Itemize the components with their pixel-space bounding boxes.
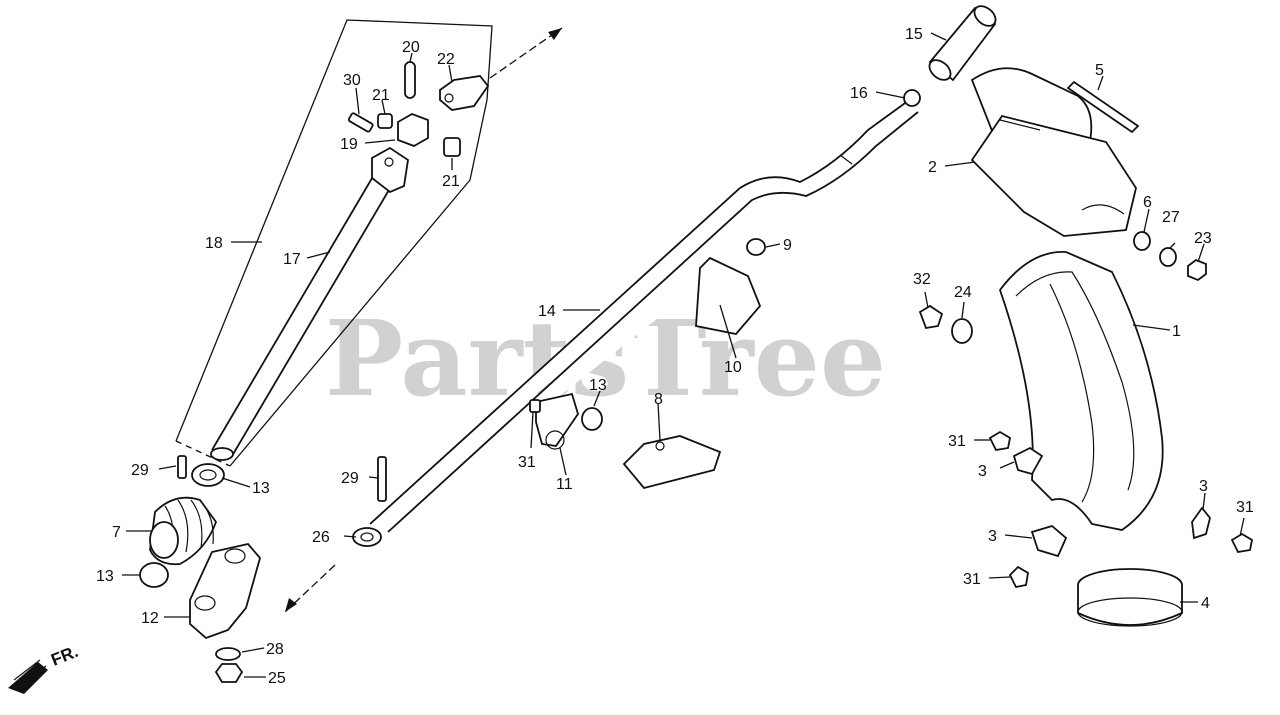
callout-23: 23 [1194, 230, 1212, 247]
part-11-clip [535, 392, 579, 450]
part-21-sleeve-lower [443, 137, 461, 157]
callout-3-lower: 3 [988, 528, 997, 545]
part-3-clip-upper [1012, 446, 1044, 476]
part-31-bolt-clip [529, 399, 541, 413]
callout-3-right: 3 [1199, 478, 1208, 495]
part-5-strap [1066, 80, 1140, 134]
callout-29-center: 29 [341, 470, 359, 487]
part-13-washer-clip [581, 407, 603, 431]
part-25-nut [214, 663, 244, 683]
callout-26: 26 [312, 529, 330, 546]
part-31-bolt-lower [1008, 565, 1029, 589]
callout-2: 2 [928, 159, 937, 176]
callout-31-lower: 31 [963, 571, 981, 588]
rod-assembly-frame [175, 19, 493, 467]
part-15-grip [928, 5, 997, 82]
callout-3-upper: 3 [978, 463, 987, 480]
part-4-ring [1077, 568, 1183, 627]
part-17-rod [210, 146, 409, 461]
direction-arrow-up [489, 27, 563, 79]
callout-6: 6 [1143, 194, 1152, 211]
part-31-bolt-right [1230, 532, 1254, 553]
callout-30: 30 [343, 72, 361, 89]
part-27-washer [1159, 247, 1177, 267]
callout-13-clip: 13 [589, 377, 607, 394]
callout-22: 22 [437, 51, 455, 68]
part-12-bracket [189, 543, 261, 640]
callout-29-left: 29 [131, 462, 149, 479]
part-14-shaft [369, 97, 919, 533]
callout-16: 16 [850, 85, 868, 102]
callout-5: 5 [1095, 62, 1104, 79]
direction-arrow-down [284, 564, 336, 613]
callout-28: 28 [266, 641, 284, 658]
part-29-pin-left [177, 455, 187, 479]
part-9-nut [746, 238, 766, 256]
callout-1: 1 [1172, 323, 1181, 340]
callout-27: 27 [1162, 209, 1180, 226]
callout-31-clip: 31 [518, 454, 536, 471]
callout-21-upper: 21 [372, 87, 390, 104]
callout-9: 9 [783, 237, 792, 254]
part-23-nut [1187, 258, 1207, 282]
part-24-washer [951, 318, 973, 344]
callout-10: 10 [724, 359, 742, 376]
part-19-block [397, 113, 429, 147]
callout-31-upper: 31 [948, 433, 966, 450]
part-7-gear [149, 496, 218, 566]
part-28-washer [215, 647, 241, 661]
callout-25: 25 [268, 670, 286, 687]
part-22-clevis [439, 75, 490, 111]
part-8-bracket [622, 435, 722, 490]
callout-13-rod: 13 [252, 480, 270, 497]
callout-24: 24 [954, 284, 972, 301]
callout-19: 19 [340, 136, 358, 153]
callout-7: 7 [112, 524, 121, 541]
part-16-collar [903, 89, 921, 107]
part-3-clip-lower [1030, 524, 1068, 558]
part-29-pin-center [377, 456, 387, 502]
part-31-bolt-upper [988, 430, 1012, 451]
callout-14: 14 [538, 303, 556, 320]
callout-11: 11 [556, 476, 573, 493]
part-26-washer [352, 527, 382, 547]
part-3-clip-right [1191, 506, 1211, 540]
part-1-chute [998, 251, 1164, 531]
part-10-plate [695, 256, 762, 335]
callout-4: 4 [1201, 595, 1210, 612]
part-13-washer-rod [191, 463, 225, 487]
callout-31-right: 31 [1236, 499, 1254, 516]
callout-20: 20 [402, 39, 420, 56]
part-6-bushing [1133, 231, 1151, 251]
leader-lines [122, 32, 1245, 678]
part-20-pin [404, 61, 416, 99]
callout-32: 32 [913, 271, 931, 288]
front-direction-indicator: FR. [8, 642, 81, 694]
part-32-bolt [918, 304, 944, 330]
part-30-pin [347, 112, 374, 133]
callout-21-lower: 21 [442, 173, 460, 190]
callout-8: 8 [654, 391, 663, 408]
callout-18: 18 [205, 235, 223, 252]
part-13-cap [139, 562, 169, 588]
callout-17: 17 [283, 251, 301, 268]
callout-12: 12 [141, 610, 159, 627]
callout-13-cap: 13 [96, 568, 114, 585]
part-2-chute-guide [970, 67, 1137, 237]
callout-labels: 1 2 3 3 3 4 5 6 7 8 9 10 11 12 13 13 13 … [96, 26, 1254, 687]
front-direction-label: FR. [48, 642, 81, 670]
part-21-sleeve-upper [377, 113, 393, 129]
callout-15: 15 [905, 26, 923, 43]
